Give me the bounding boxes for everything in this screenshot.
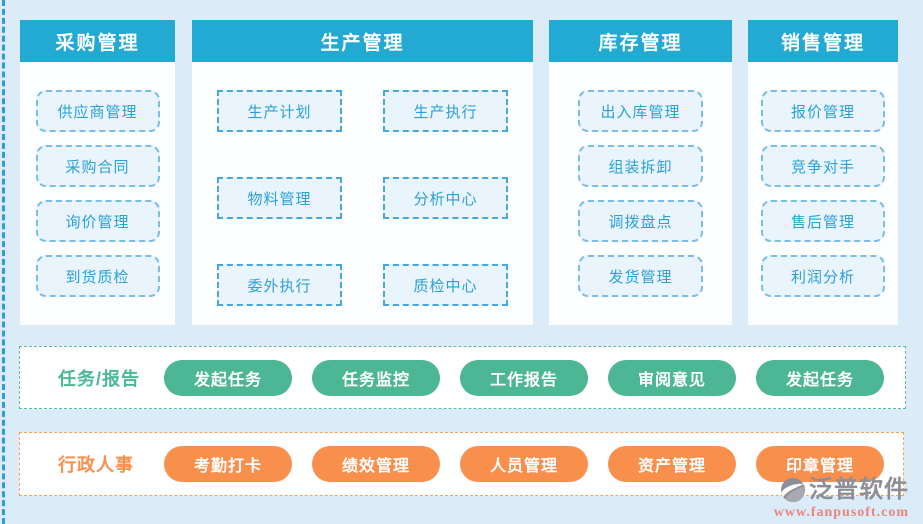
panel-purchase: 采购管理 供应商管理采购合同询价管理到货质检 (20, 20, 175, 325)
module-item[interactable]: 报价管理 (761, 90, 885, 132)
module-item[interactable]: 到货质检 (35, 255, 160, 297)
task-report-buttons: 发起任务任务监控工作报告审阅意见发起任务 (164, 359, 884, 396)
task-button[interactable]: 发起任务 (164, 359, 292, 396)
task-button[interactable]: 发起任务 (756, 359, 884, 396)
panel-inventory-title: 库存管理 (549, 20, 732, 62)
left-dashed-border (2, 0, 5, 524)
admin-hr-buttons: 考勤打卡绩效管理人员管理资产管理印章管理 (164, 446, 884, 482)
hr-button[interactable]: 印章管理 (756, 446, 884, 482)
panel-production-title: 生产管理 (192, 20, 533, 62)
module-item[interactable]: 采购合同 (35, 145, 160, 187)
module-item[interactable]: 分析中心 (383, 177, 508, 219)
fanpu-logo-icon (781, 478, 806, 503)
task-button[interactable]: 任务监控 (312, 359, 440, 396)
module-item[interactable]: 生产计划 (217, 90, 342, 132)
watermark-url: www.fanpusoft.com (773, 505, 909, 520)
module-item[interactable]: 生产执行 (383, 90, 508, 132)
watermark-name: 泛普软件 (809, 476, 909, 503)
panel-purchase-title: 采购管理 (20, 20, 175, 62)
module-item[interactable]: 发货管理 (578, 255, 703, 297)
panel-production-items: 生产计划生产执行物料管理分析中心委外执行质检中心 (192, 62, 533, 306)
module-item[interactable]: 售后管理 (761, 200, 885, 242)
module-item[interactable]: 调拨盘点 (578, 200, 703, 242)
task-button[interactable]: 工作报告 (460, 359, 588, 396)
task-report-label: 任务/报告 (58, 368, 141, 389)
module-item[interactable]: 质检中心 (383, 264, 508, 306)
module-item[interactable]: 委外执行 (217, 264, 342, 306)
module-item[interactable]: 组装拆卸 (578, 145, 703, 187)
hr-button[interactable]: 绩效管理 (312, 446, 440, 482)
module-item[interactable]: 竞争对手 (761, 145, 885, 187)
watermark: 泛普软件 www.fanpusoft.com (774, 477, 909, 520)
module-item[interactable]: 供应商管理 (35, 90, 160, 132)
admin-hr-label: 行政人事 (58, 455, 134, 475)
panel-production: 生产管理 生产计划生产执行物料管理分析中心委外执行质检中心 (192, 20, 533, 325)
hr-button[interactable]: 资产管理 (608, 446, 736, 482)
hr-button[interactable]: 考勤打卡 (164, 446, 292, 482)
task-report-band: 任务/报告 发起任务任务监控工作报告审阅意见发起任务 (19, 346, 906, 409)
module-item[interactable]: 出入库管理 (578, 90, 703, 132)
panel-purchase-items: 供应商管理采购合同询价管理到货质检 (20, 62, 175, 297)
task-button[interactable]: 审阅意见 (608, 359, 736, 396)
panel-inventory: 库存管理 出入库管理组装拆卸调拨盘点发货管理 (549, 20, 732, 325)
admin-hr-band: 行政人事 考勤打卡绩效管理人员管理资产管理印章管理 (19, 432, 904, 496)
panel-sales-items: 报价管理竞争对手售后管理利润分析 (748, 62, 898, 297)
module-item[interactable]: 物料管理 (217, 177, 342, 219)
panel-inventory-items: 出入库管理组装拆卸调拨盘点发货管理 (549, 62, 732, 297)
module-item[interactable]: 询价管理 (35, 200, 160, 242)
panel-sales: 销售管理 报价管理竞争对手售后管理利润分析 (748, 20, 898, 325)
hr-button[interactable]: 人员管理 (460, 446, 588, 482)
module-item[interactable]: 利润分析 (761, 255, 885, 297)
panel-sales-title: 销售管理 (748, 20, 898, 62)
